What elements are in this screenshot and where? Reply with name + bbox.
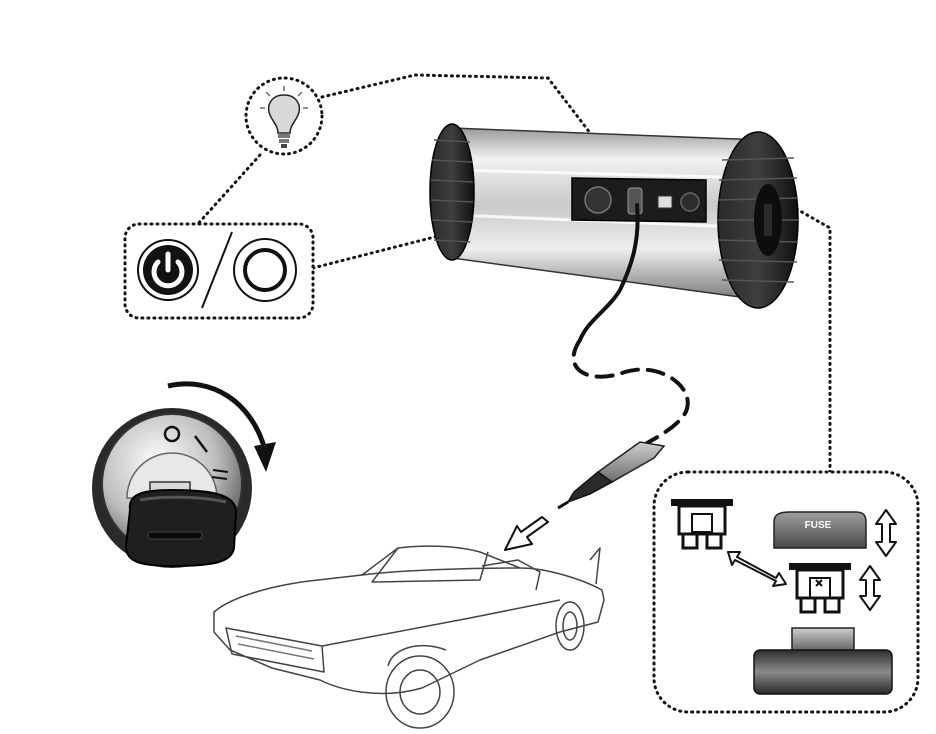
lamp-connector-line (320, 73, 642, 200)
cap-up-down-arrow-icon (859, 565, 881, 611)
ignition-key-switch (92, 381, 276, 568)
power-switch-callout (123, 222, 315, 320)
fuse-replacement-callout: FUSE (652, 470, 920, 714)
fuse-base-icon (753, 627, 893, 695)
rotate-arrow-icon (167, 381, 268, 451)
rear-wheel (555, 601, 585, 651)
power-cable (571, 203, 690, 450)
fuse-holder-icon (671, 499, 733, 550)
convertible-car (213, 545, 605, 729)
inverter-device (429, 123, 799, 309)
fuse-cap-icon (789, 563, 851, 614)
power-off-icon (233, 238, 297, 302)
key-icon (124, 488, 238, 568)
lightbulb-icon (260, 86, 308, 148)
switch-divider (201, 231, 233, 309)
power-on-icon (137, 239, 199, 301)
cigarette-lighter-plug (557, 441, 666, 510)
lamp-to-switch-line (194, 153, 262, 228)
insert-arrow-icon (504, 516, 549, 551)
swap-diagonal-arrow-icon (727, 551, 787, 587)
fuse-up-down-arrow-icon (875, 509, 897, 557)
fuse-connector-line (784, 201, 832, 474)
front-wheel (385, 655, 455, 729)
indicator-lamp-callout (244, 76, 324, 156)
fuse-label: FUSE (805, 520, 832, 531)
fuse-icon: FUSE (773, 511, 867, 549)
